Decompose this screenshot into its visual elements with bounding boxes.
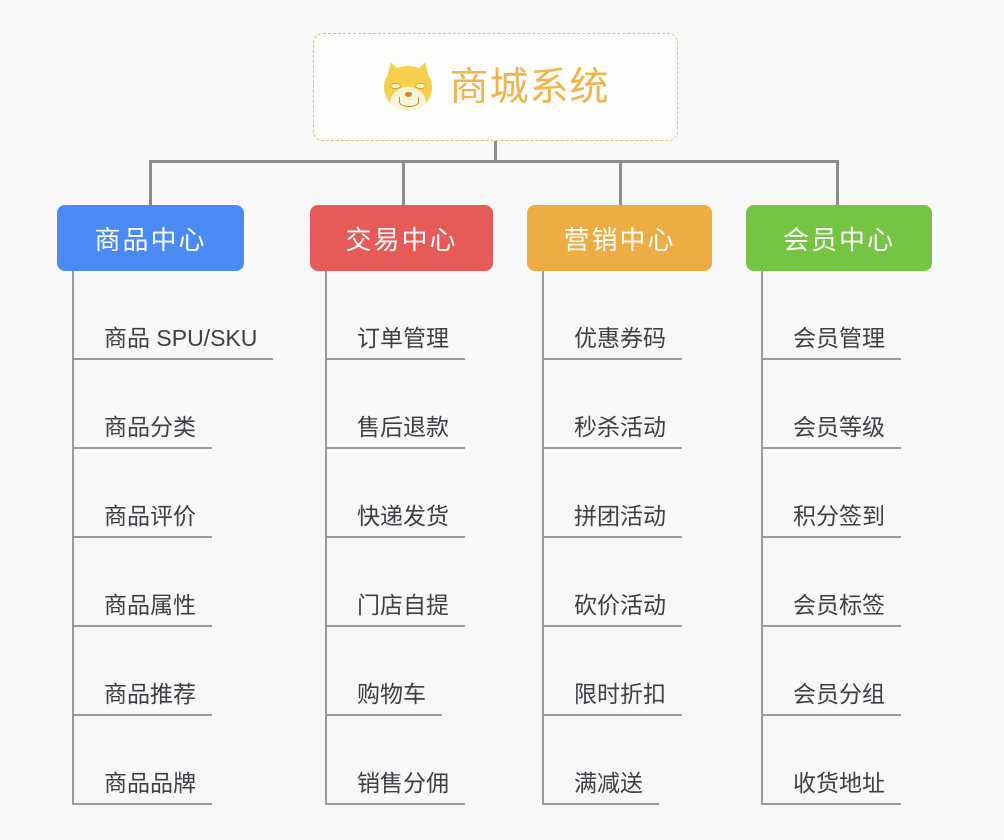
list-item[interactable]: 拼团活动 xyxy=(542,449,682,538)
list-item-label: 限时折扣 xyxy=(542,681,682,716)
list-item[interactable]: 会员等级 xyxy=(761,360,901,449)
list-item-label: 会员管理 xyxy=(761,325,901,360)
branch-header-label: 商品中心 xyxy=(94,224,207,255)
list-item-label: 满减送 xyxy=(542,770,659,805)
root-title: 商城系统 xyxy=(449,65,610,109)
branch-header-member[interactable]: 会员中心 xyxy=(746,205,932,271)
list-item[interactable]: 秒杀活动 xyxy=(542,360,682,449)
root-node[interactable]: 商城系统 xyxy=(313,33,678,141)
branch-column-trade: 交易中心 订单管理 售后退款 快递发货 门店自提 购物车 销售分佣 xyxy=(310,205,493,805)
list-item[interactable]: 会员管理 xyxy=(761,271,901,360)
connector-drop-4 xyxy=(836,160,839,206)
list-item-label: 收货地址 xyxy=(761,770,901,805)
branch-header-label: 交易中心 xyxy=(345,224,458,255)
list-item[interactable]: 商品品牌 xyxy=(72,716,273,805)
branch-column-product: 商品中心 商品 SPU/SKU 商品分类 商品评价 商品属性 商品推荐 商品品牌 xyxy=(57,205,274,805)
list-item[interactable]: 收货地址 xyxy=(761,716,901,805)
list-item[interactable]: 购物车 xyxy=(325,627,465,716)
branch-trunk xyxy=(761,271,763,805)
branch-header-label: 营销中心 xyxy=(563,224,676,255)
list-item[interactable]: 商品评价 xyxy=(72,449,273,538)
connector-drop-3 xyxy=(619,160,622,206)
branch-column-marketing: 营销中心 优惠券码 秒杀活动 拼团活动 砍价活动 限时折扣 满减送 xyxy=(527,205,712,805)
branch-header-marketing[interactable]: 营销中心 xyxy=(527,205,712,271)
connector-horizontal-bus xyxy=(149,160,837,163)
list-item[interactable]: 快递发货 xyxy=(325,449,465,538)
connector-drop-2 xyxy=(402,160,405,206)
list-item[interactable]: 会员分组 xyxy=(761,627,901,716)
list-item-label: 秒杀活动 xyxy=(542,414,682,449)
list-item-label: 商品属性 xyxy=(72,592,212,627)
list-item-label: 销售分佣 xyxy=(325,770,465,805)
list-item-label: 门店自提 xyxy=(325,592,465,627)
list-item-label: 售后退款 xyxy=(325,414,465,449)
list-item-label: 商品分类 xyxy=(72,414,212,449)
list-item-label: 商品推荐 xyxy=(72,681,212,716)
branch-item-list: 商品 SPU/SKU 商品分类 商品评价 商品属性 商品推荐 商品品牌 xyxy=(72,271,274,805)
list-item-label: 砍价活动 xyxy=(542,592,682,627)
list-item[interactable]: 订单管理 xyxy=(325,271,465,360)
list-item[interactable]: 售后退款 xyxy=(325,360,465,449)
shiba-dog-face-icon xyxy=(381,59,435,113)
list-item-label: 会员标签 xyxy=(761,592,901,627)
list-item[interactable]: 商品推荐 xyxy=(72,627,273,716)
list-item-label: 会员等级 xyxy=(761,414,901,449)
branch-header-label: 会员中心 xyxy=(782,224,895,255)
list-item[interactable]: 商品 SPU/SKU xyxy=(72,271,274,360)
branch-trunk xyxy=(325,271,327,805)
list-item-label: 购物车 xyxy=(325,681,442,716)
list-item[interactable]: 门店自提 xyxy=(325,538,465,627)
branch-column-member: 会员中心 会员管理 会员等级 积分签到 会员标签 会员分组 收货地址 xyxy=(746,205,932,805)
list-item[interactable]: 会员标签 xyxy=(761,538,901,627)
list-item-label: 优惠券码 xyxy=(542,325,682,360)
list-item[interactable]: 销售分佣 xyxy=(325,716,465,805)
connector-drop-1 xyxy=(149,160,152,206)
list-item-label: 商品品牌 xyxy=(72,770,212,805)
branch-item-list: 会员管理 会员等级 积分签到 会员标签 会员分组 收货地址 xyxy=(761,271,901,805)
connector-root-stem xyxy=(494,141,497,163)
branch-item-list: 订单管理 售后退款 快递发货 门店自提 购物车 销售分佣 xyxy=(325,271,465,805)
list-item[interactable]: 商品分类 xyxy=(72,360,273,449)
list-item-label: 商品评价 xyxy=(72,503,212,538)
list-item-label: 拼团活动 xyxy=(542,503,682,538)
list-item[interactable]: 限时折扣 xyxy=(542,627,682,716)
list-item[interactable]: 砍价活动 xyxy=(542,538,682,627)
list-item[interactable]: 满减送 xyxy=(542,716,682,805)
list-item-label: 快递发货 xyxy=(325,503,465,538)
branch-item-list: 优惠券码 秒杀活动 拼团活动 砍价活动 限时折扣 满减送 xyxy=(542,271,682,805)
branch-header-product[interactable]: 商品中心 xyxy=(57,205,244,271)
branch-trunk xyxy=(542,271,544,805)
list-item-label: 订单管理 xyxy=(325,325,465,360)
list-item[interactable]: 积分签到 xyxy=(761,449,901,538)
list-item-label: 积分签到 xyxy=(761,503,901,538)
branch-header-trade[interactable]: 交易中心 xyxy=(310,205,493,271)
branch-trunk xyxy=(72,271,74,805)
list-item[interactable]: 优惠券码 xyxy=(542,271,682,360)
list-item[interactable]: 商品属性 xyxy=(72,538,273,627)
list-item-label: 会员分组 xyxy=(761,681,901,716)
list-item-label: 商品 SPU/SKU xyxy=(72,325,274,360)
